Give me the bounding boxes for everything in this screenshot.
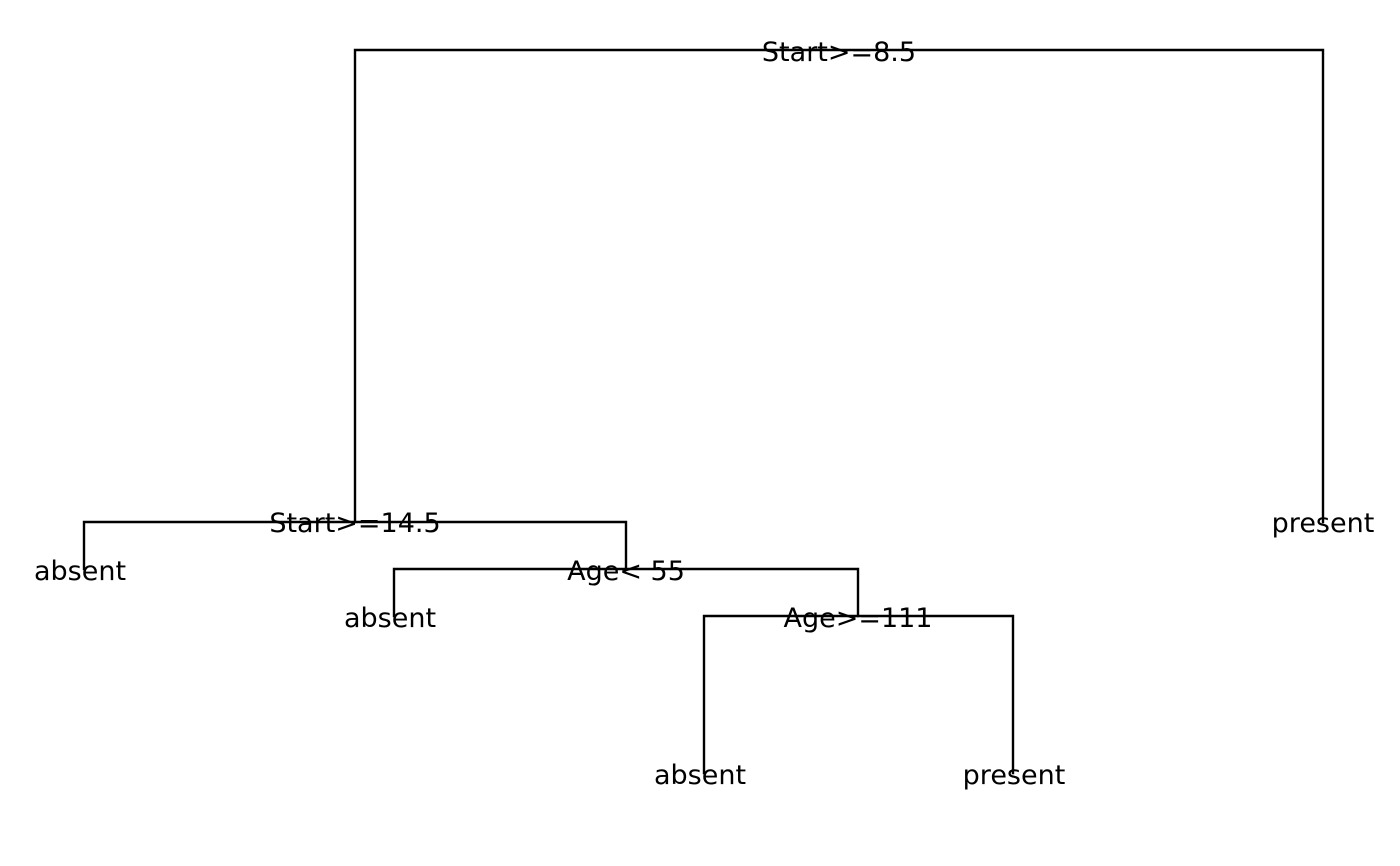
leaf-absent-1: absent	[34, 556, 126, 587]
age-55-split: Age< 55	[392, 556, 860, 618]
root-split-branch	[353, 48, 1325, 524]
root-split-label: Start>=8.5	[762, 37, 916, 68]
start-split-branch	[82, 520, 628, 571]
age-111-split-branch	[702, 614, 1015, 775]
age-55-split-branch	[392, 567, 860, 618]
age-111-split: Age>=111	[702, 603, 1015, 775]
leaf-absent-3: absent	[654, 760, 746, 791]
age-111-split-label: Age>=111	[783, 603, 932, 634]
root-split: Start>=8.5	[353, 37, 1325, 524]
leaf-present-right: present	[1272, 508, 1375, 539]
leaf-absent-2: absent	[344, 603, 436, 634]
age-55-split-label: Age< 55	[567, 556, 685, 587]
start-split-label: Start>=14.5	[269, 508, 440, 539]
start-split: Start>=14.5	[82, 508, 628, 571]
leaf-present-bottom: present	[963, 760, 1066, 791]
